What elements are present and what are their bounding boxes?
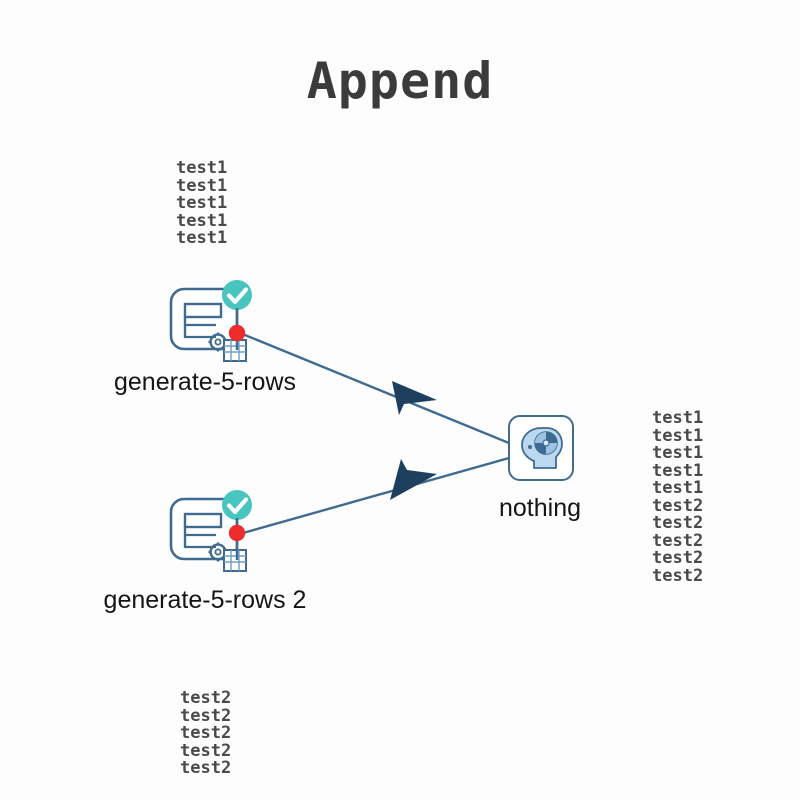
node-label-nothing: nothing <box>498 494 582 522</box>
check-badge-icon <box>222 490 252 520</box>
generate-5-rows-output-text: test1 test1 test1 test1 test1 <box>176 158 228 248</box>
node-label-generate-5-rows: generate-5-rows <box>113 368 297 396</box>
node-generate-5-rows[interactable] <box>160 278 256 374</box>
table-generator-icon <box>169 287 247 362</box>
table-generator-icon <box>169 497 247 572</box>
page-title: Append <box>306 52 494 110</box>
node-nothing[interactable] <box>508 415 574 481</box>
node-label-generate-5-rows-2: generate-5-rows 2 <box>103 586 307 614</box>
arrowhead-icon <box>390 459 437 500</box>
output-port-dot <box>228 324 246 342</box>
check-badge-icon <box>222 280 252 310</box>
table-grid-icon <box>223 339 247 362</box>
nothing-output-text: test1 test1 test1 test1 test1 test2 test… <box>652 408 704 586</box>
generate-5-rows-2-output-text: test2 test2 test2 test2 test2 <box>180 688 232 778</box>
brain-head-icon <box>521 427 563 469</box>
node-generate-5-rows-2[interactable] <box>160 488 256 584</box>
output-port-dot <box>228 524 246 542</box>
table-grid-icon <box>223 549 247 572</box>
